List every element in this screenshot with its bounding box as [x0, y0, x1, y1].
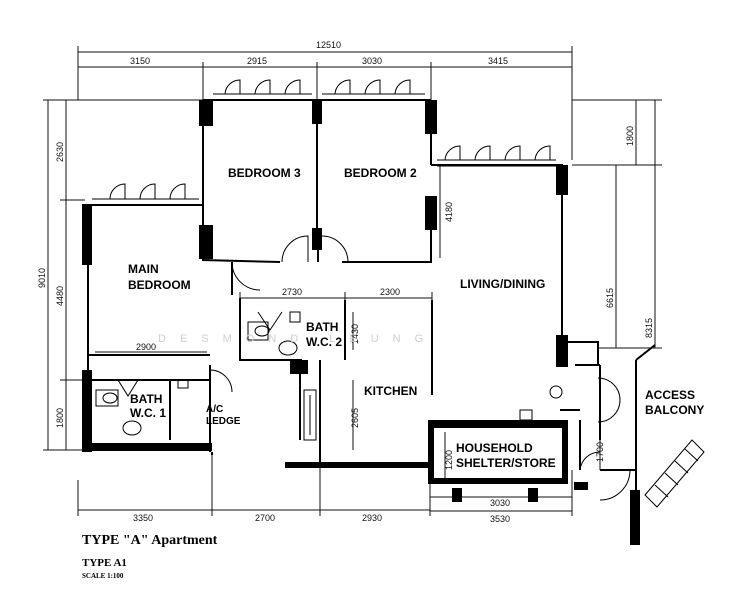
windows: [87, 79, 556, 370]
door-swings: [117, 235, 631, 501]
dim-left-4: 1800: [55, 408, 65, 428]
dim-top-3: 3030: [362, 56, 382, 66]
dim-overall-top: 12510: [316, 40, 341, 50]
dim-bottom-5: 3030: [490, 498, 510, 508]
dim-interior-1: 2730: [282, 287, 302, 297]
room-label-bath1-line2: W.C. 1: [130, 406, 166, 420]
room-label-shelter-line1: HOUSEHOLD: [456, 441, 533, 455]
caption: TYPE "A" Apartment TYPE A1 SCALE 1:100: [82, 533, 218, 580]
columns: [82, 100, 640, 545]
dim-bottom-1: 3350: [133, 513, 153, 523]
dim-interior-7: 1200: [444, 450, 454, 470]
room-labels: BEDROOM 3 BEDROOM 2 MAIN BEDROOM LIVING/…: [128, 166, 704, 470]
dim-top-1: 3150: [130, 56, 150, 66]
dim-left-3: 4480: [55, 286, 65, 306]
dim-right-3: 8315: [644, 318, 654, 338]
room-label-main-bedroom-line2: BEDROOM: [128, 278, 191, 292]
dim-right-1: 1800: [625, 126, 635, 146]
caption-type-line: TYPE "A" Apartment: [82, 533, 218, 548]
dim-interior-8: 1700: [595, 442, 605, 462]
dim-interior-6: 2900: [136, 342, 156, 352]
room-label-ac-ledge-line2: LEDGE: [206, 416, 241, 427]
dim-interior-3: 4180: [444, 202, 454, 222]
room-label-main-bedroom-line1: MAIN: [128, 262, 159, 276]
dim-top-2: 2915: [247, 56, 267, 66]
room-label-kitchen: KITCHEN: [364, 384, 417, 398]
room-label-bedroom3: BEDROOM 3: [228, 166, 301, 180]
room-label-shelter-line2: SHELTER/STORE: [456, 456, 556, 470]
room-label-bedroom2: BEDROOM 2: [344, 166, 417, 180]
dim-bottom-3: 2930: [362, 513, 382, 523]
fixtures: [95, 311, 705, 508]
room-label-bath1-line1: BATH: [130, 392, 162, 406]
dim-interior-2: 2300: [380, 287, 400, 297]
dim-bottom-4: 3530: [490, 514, 510, 524]
room-label-access-balcony-line1: ACCESS: [645, 388, 695, 402]
room-label-ac-ledge-line1: A/C: [206, 404, 223, 415]
dim-right-2: 6615: [605, 288, 615, 308]
dim-top-4: 3415: [488, 56, 508, 66]
caption-scale: SCALE 1:100: [82, 572, 124, 580]
dim-left-2: 9010: [37, 268, 47, 288]
dim-left-1: 2630: [55, 142, 65, 162]
dim-interior-4: 1430: [350, 324, 360, 344]
dim-interior-5: 2605: [350, 408, 360, 428]
room-label-bath2-line2: W.C. 2: [306, 335, 342, 349]
watermark: DESMOND LEUNG: [158, 333, 437, 345]
dimension-labels: 12510 3150 2915 3030 3415 2630 9010 4480…: [37, 40, 654, 524]
dimension-lines: [43, 46, 662, 516]
room-label-living-dining: LIVING/DINING: [460, 277, 545, 291]
caption-subtype: TYPE A1: [82, 557, 127, 569]
room-label-bath2-line1: BATH: [306, 320, 338, 334]
room-label-access-balcony-line2: BALCONY: [645, 403, 704, 417]
dim-bottom-2: 2700: [255, 513, 275, 523]
